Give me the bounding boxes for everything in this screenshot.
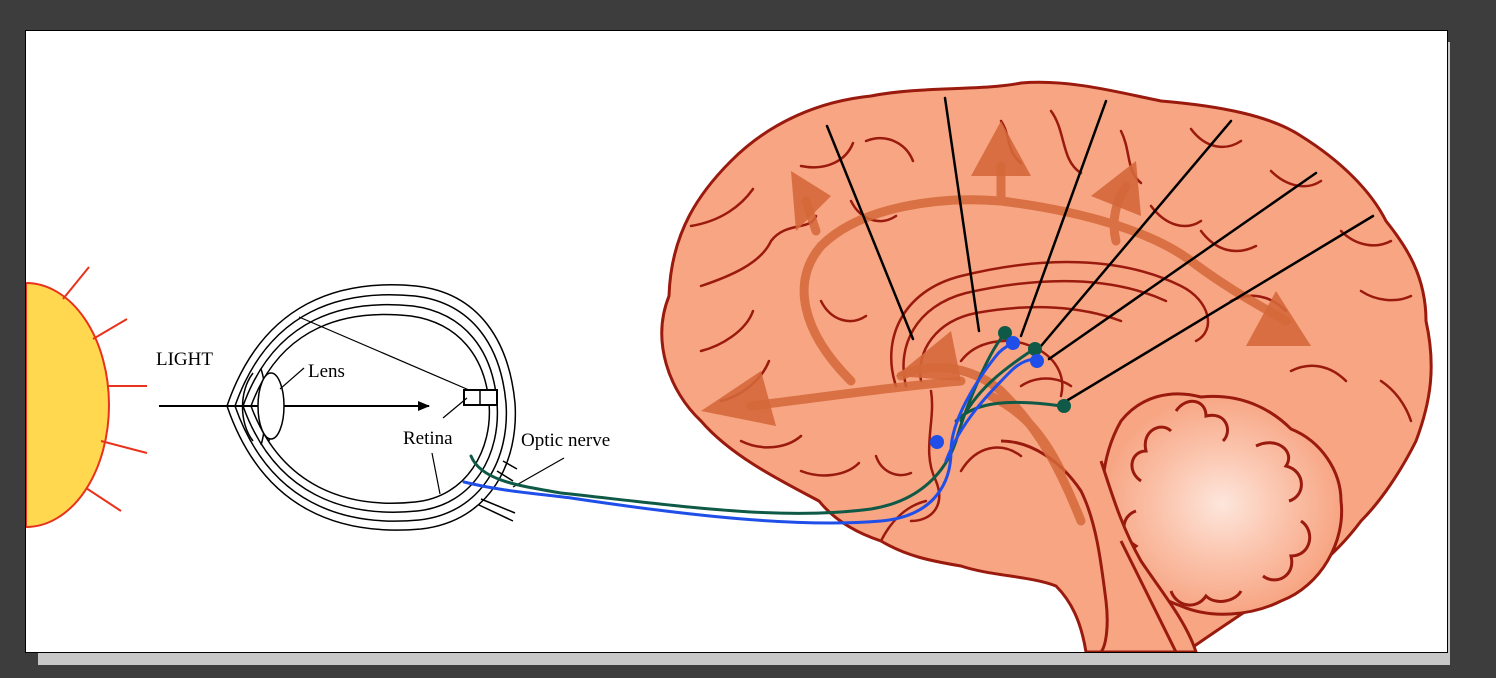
brain bbox=[662, 82, 1431, 652]
lens-shape bbox=[258, 373, 284, 439]
eye bbox=[227, 285, 564, 530]
diagram-panel: LIGHT Lens Retina Optic nerve bbox=[25, 30, 1448, 653]
retina-pointer-1 bbox=[443, 398, 467, 418]
green-endpoint-3 bbox=[1057, 399, 1071, 413]
retina-label: Retina bbox=[403, 428, 453, 449]
optic-nerve-label: Optic nerve bbox=[521, 430, 610, 451]
blue-endpoint-1 bbox=[1006, 336, 1020, 350]
lens-label: Lens bbox=[308, 361, 345, 382]
blue-endpoint-2 bbox=[1030, 354, 1044, 368]
retina-pointer-2 bbox=[432, 453, 440, 494]
eye-brain-diagram: LIGHT Lens Retina Optic nerve bbox=[26, 31, 1447, 652]
green-endpoint-2 bbox=[1028, 342, 1042, 356]
sun-disc bbox=[26, 283, 109, 527]
sun bbox=[26, 267, 147, 527]
optic-nerve-pointer bbox=[513, 458, 564, 487]
blue-endpoint-3 bbox=[930, 435, 944, 449]
lens-pointer bbox=[280, 368, 304, 389]
light-label: LIGHT bbox=[156, 349, 213, 370]
